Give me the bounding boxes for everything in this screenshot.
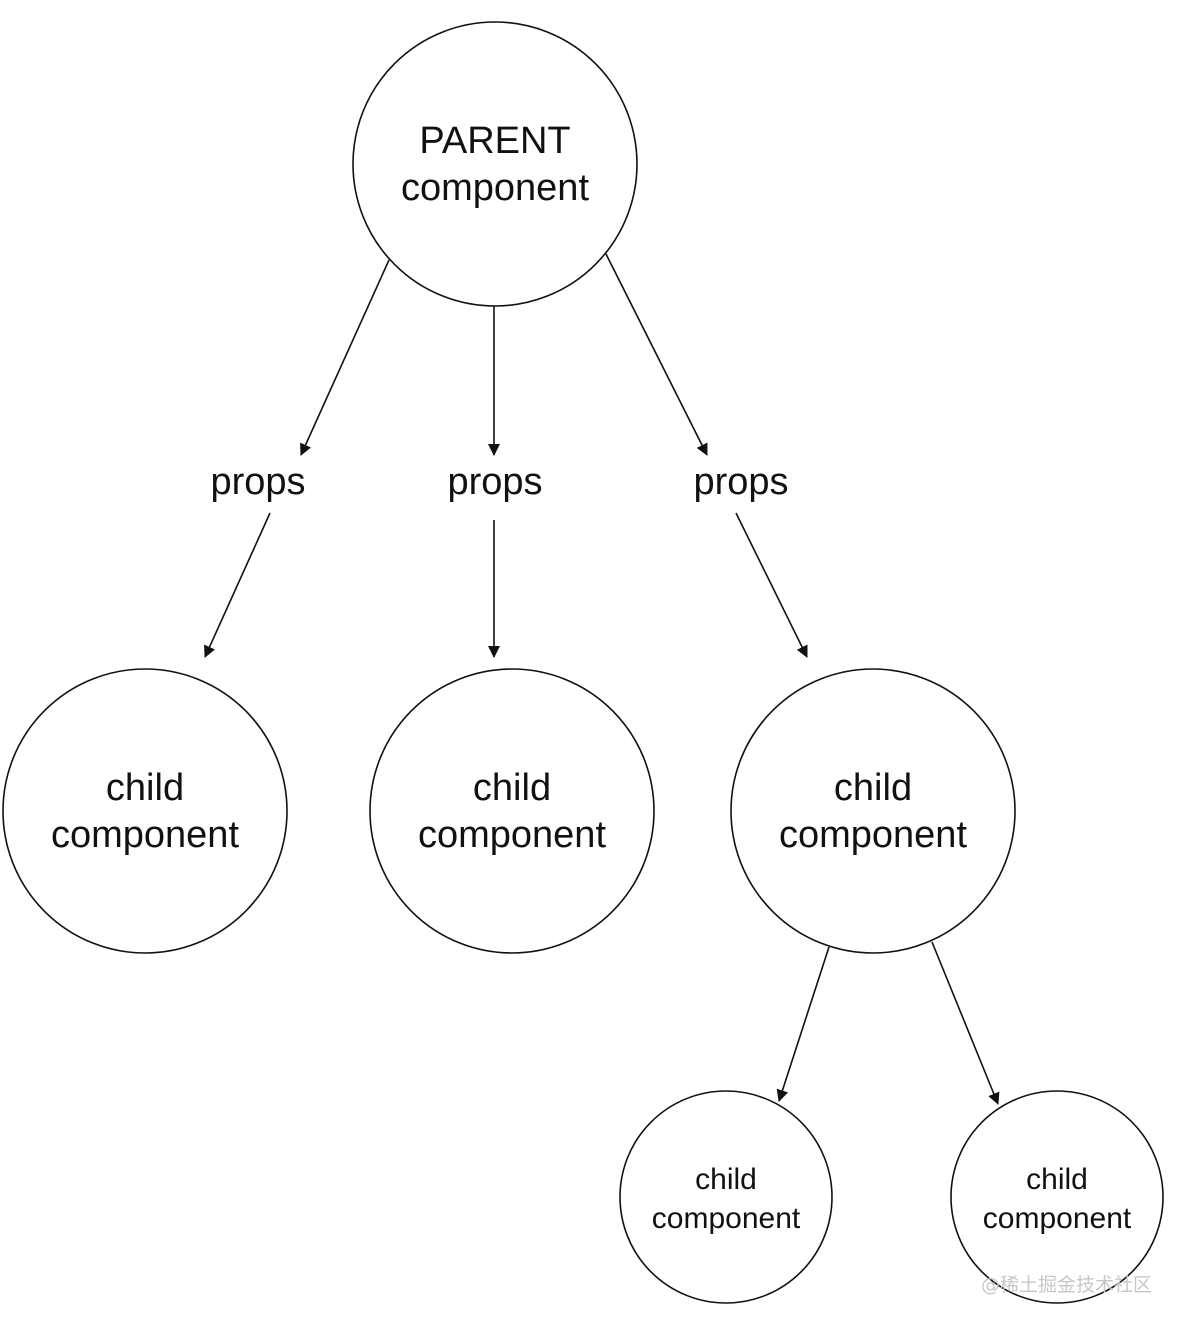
grandchild-component-node-1: child component (619, 1090, 833, 1304)
arrow-parent-to-props-right (605, 253, 708, 456)
arrow-child-to-grandchild-left (776, 946, 830, 1102)
parent-node-line1: PARENT (419, 120, 570, 162)
watermark-text: @稀土掘金技术社区 (981, 1274, 1152, 1296)
grandchild1-line1: child (695, 1163, 757, 1196)
parent-node-line2: component (401, 167, 589, 209)
child-component-node-2: child component (369, 668, 655, 954)
grandchild-component-node-2: child component (950, 1090, 1164, 1304)
arrow-props-right-to-child (735, 512, 808, 658)
child3-line1: child (834, 767, 912, 809)
props-label-right: props (693, 461, 788, 503)
grandchild2-line1: child (1026, 1163, 1088, 1196)
grandchild1-line2: component (652, 1202, 801, 1235)
arrow-child-to-grandchild-right (931, 941, 1000, 1105)
child3-line2: component (779, 814, 967, 856)
child1-line1: child (106, 767, 184, 809)
props-label-left: props (210, 461, 305, 503)
child2-line2: component (418, 814, 606, 856)
arrow-props-left-to-child (204, 512, 271, 658)
props-label-middle: props (447, 461, 542, 503)
child-component-node-3: child component (730, 668, 1016, 954)
grandchild2-line2: component (983, 1202, 1132, 1235)
child1-line2: component (51, 814, 239, 856)
child-component-node-1: child component (2, 668, 288, 954)
parent-component-node: PARENT component (352, 21, 638, 307)
arrow-parent-to-props-left (300, 259, 390, 456)
child2-line1: child (473, 767, 551, 809)
